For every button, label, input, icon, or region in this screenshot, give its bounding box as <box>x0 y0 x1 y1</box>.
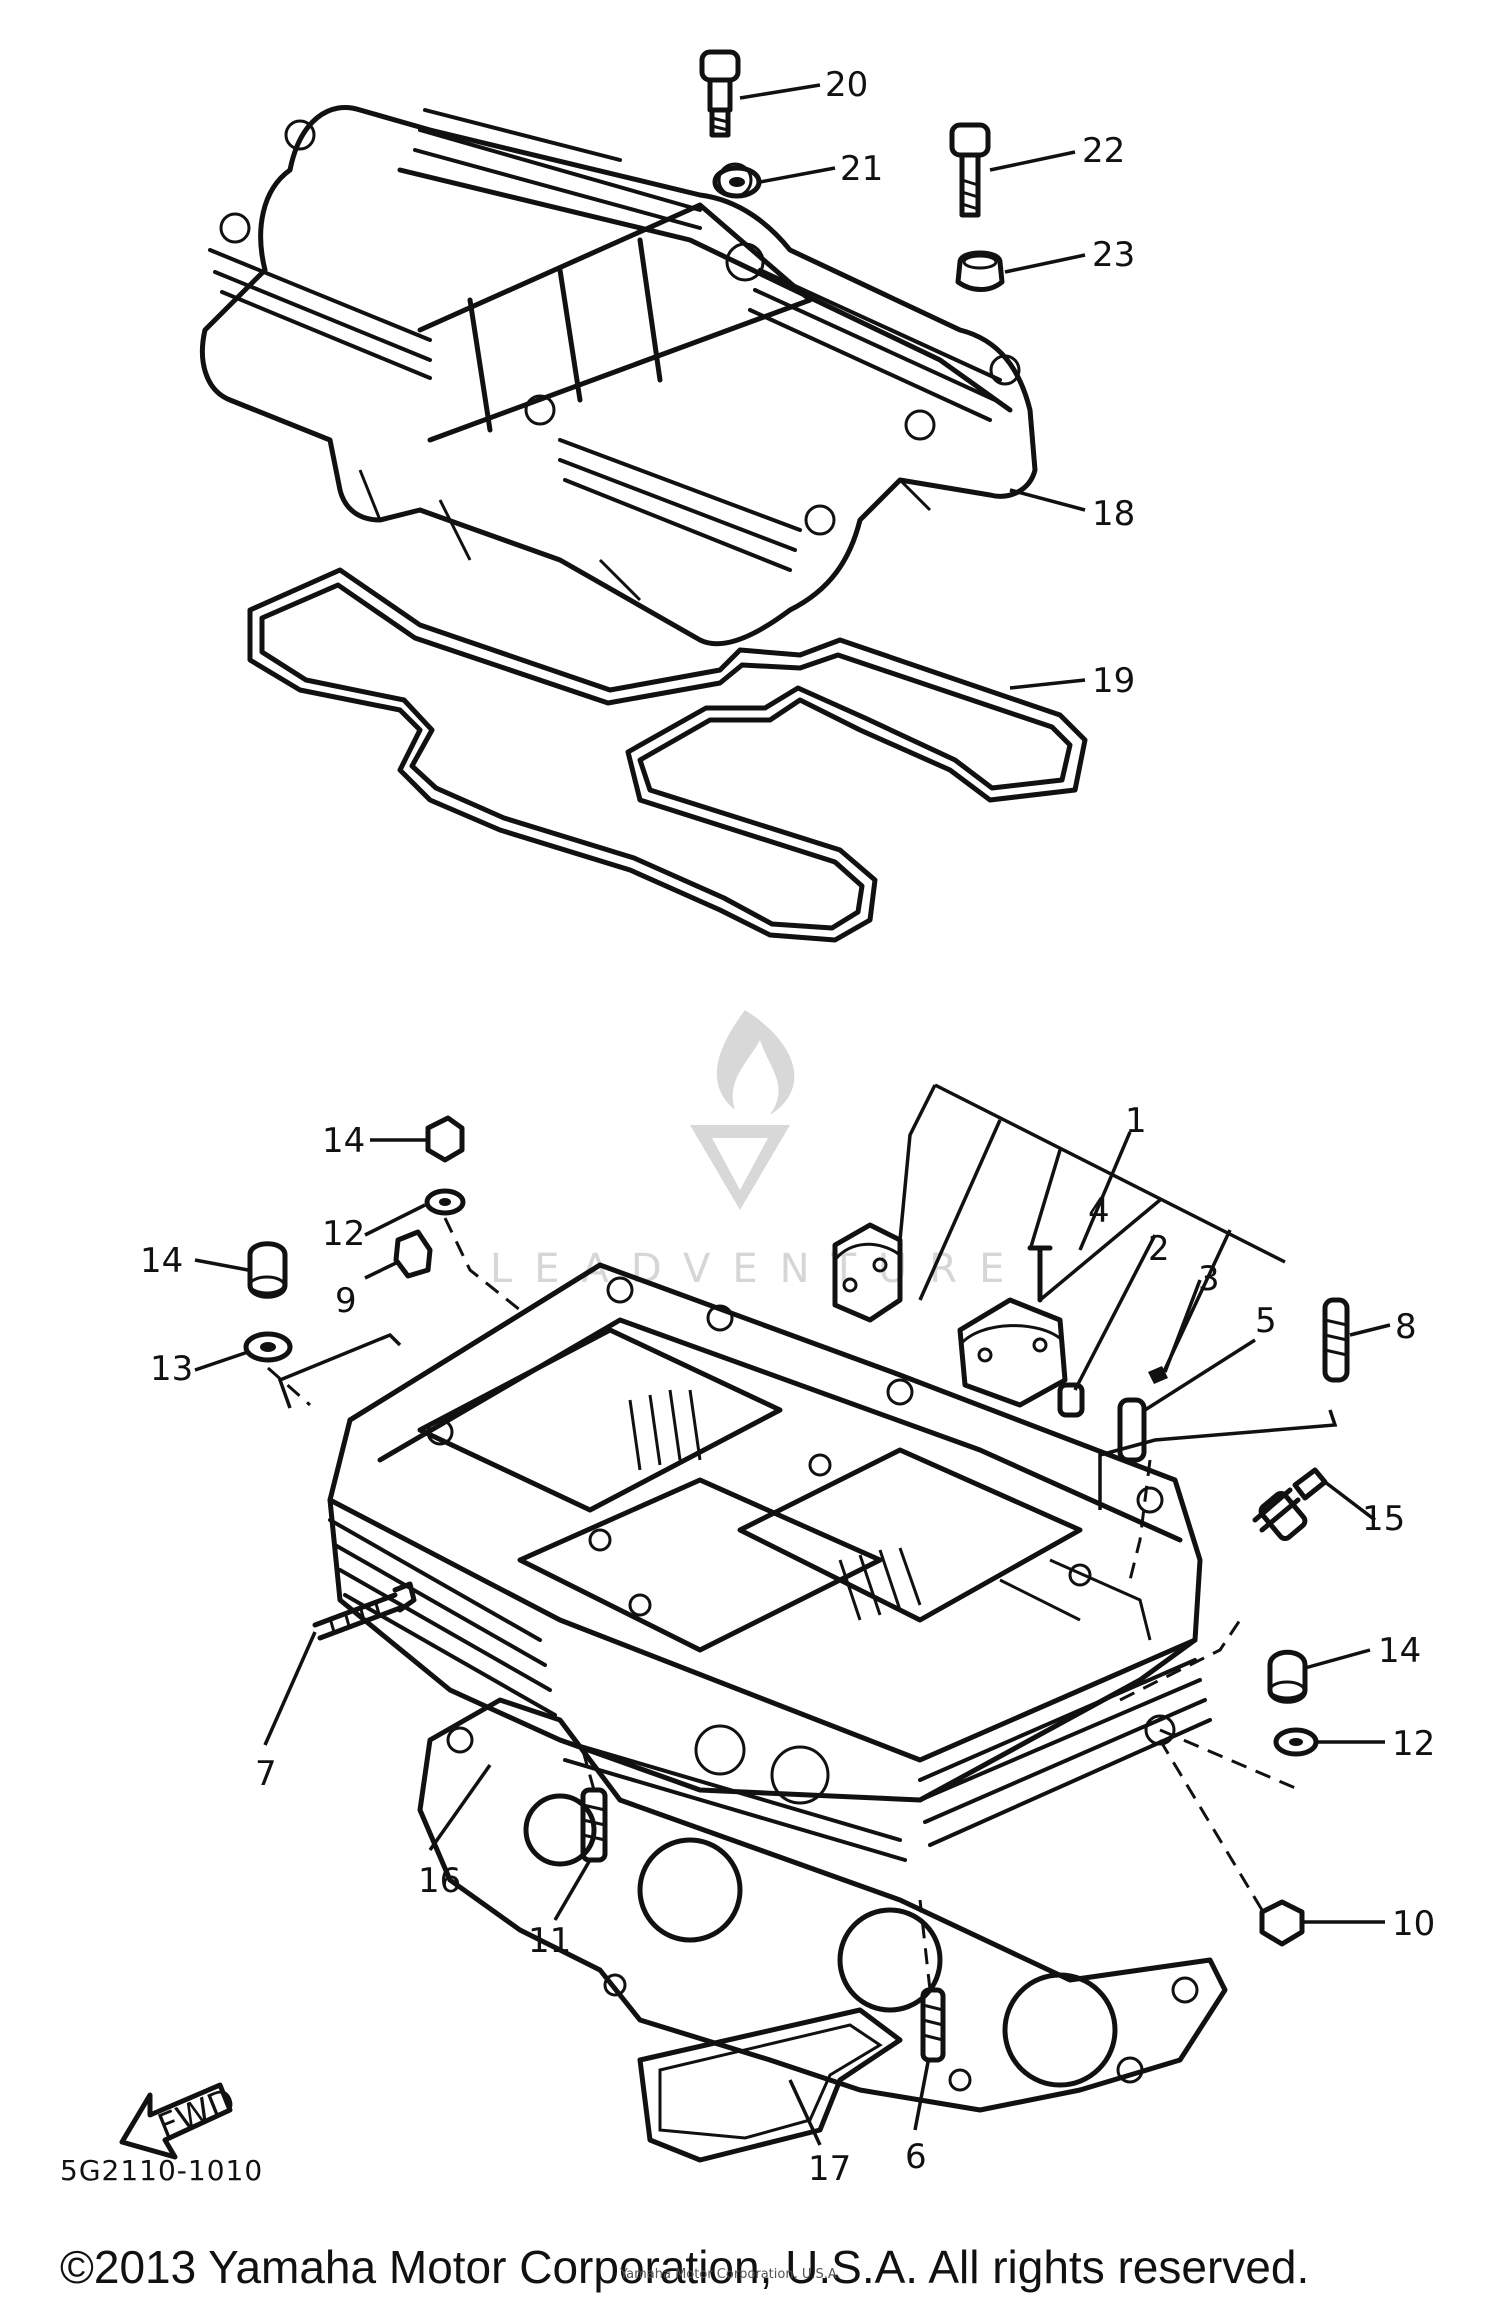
label-8: 8 <box>1395 1307 1417 1347</box>
washer-21 <box>712 165 762 199</box>
label-2: 2 <box>1148 1229 1170 1269</box>
washer-12-right <box>1273 1727 1319 1757</box>
watermark-text: LEADVENTURE <box>490 1246 1026 1292</box>
stud-8 <box>1322 1297 1350 1383</box>
forward-arrow-icon: FWD <box>119 2081 241 2160</box>
label-1: 1 <box>1125 1101 1147 1141</box>
label-7: 7 <box>255 1754 277 1794</box>
watermark-subtext: Yamaha Motor Corporation, U.S.A. <box>620 2267 841 2282</box>
part-labels: 20 21 22 23 18 19 1 4 2 3 5 8 14 12 14 9… <box>140 65 1435 2189</box>
cylinder-head-gasket <box>417 1697 1228 2113</box>
label-13: 13 <box>150 1349 193 1389</box>
group-bracket-13 <box>277 1332 402 1409</box>
label-14-right: 14 <box>1378 1631 1421 1671</box>
label-6: 6 <box>905 2137 927 2177</box>
label-12-right: 12 <box>1392 1724 1435 1764</box>
label-15: 15 <box>1362 1499 1405 1539</box>
plug-9 <box>393 1229 433 1279</box>
grommet-23 <box>955 250 1005 292</box>
label-23: 23 <box>1092 235 1135 275</box>
label-20: 20 <box>825 65 868 105</box>
label-14-top: 14 <box>322 1121 365 1161</box>
group-bracket-8 <box>1098 1409 1338 1510</box>
cap-bolt-20 <box>699 49 741 138</box>
cylinder-head <box>327 1262 1212 1862</box>
label-4: 4 <box>1088 1191 1110 1231</box>
label-10: 10 <box>1392 1904 1435 1944</box>
pin-5 <box>1117 1397 1147 1463</box>
cap-nut-14-right <box>1267 1649 1308 1704</box>
cap-nut-14-left <box>247 1241 288 1299</box>
label-17: 17 <box>808 2149 851 2189</box>
group-bracket-1 <box>898 1083 1286 1381</box>
label-5: 5 <box>1255 1301 1277 1341</box>
label-9: 9 <box>335 1281 357 1321</box>
forward-arrow-label: FWD <box>152 2081 241 2148</box>
dowel-2 <box>1057 1382 1085 1418</box>
stud-6 <box>920 1987 946 2063</box>
bolt-22 <box>949 122 991 218</box>
label-3: 3 <box>1198 1259 1220 1299</box>
head-cover-gasket <box>247 567 1088 943</box>
copyright-notice: ©2013 Yamaha Motor Corporation, U.S.A. A… <box>60 2241 1310 2293</box>
cap-nut-14-top <box>425 1115 465 1163</box>
camshaft-cap-4 <box>957 1245 1068 1408</box>
label-12-top: 12 <box>322 1214 365 1254</box>
label-21: 21 <box>840 149 883 189</box>
label-16: 16 <box>418 1861 461 1901</box>
cap-nut-10 <box>1259 1899 1305 1947</box>
label-11: 11 <box>528 1921 571 1961</box>
cylinder-head-cover <box>200 105 1038 647</box>
gasket-17 <box>637 2007 903 2163</box>
label-14-left: 14 <box>140 1241 183 1281</box>
label-19: 19 <box>1092 661 1135 701</box>
spark-plug-15 <box>1252 1467 1328 1542</box>
camshaft-cap-upper <box>832 1222 903 1323</box>
label-22: 22 <box>1082 131 1125 171</box>
label-18: 18 <box>1092 494 1135 534</box>
washer-13 <box>243 1331 293 1363</box>
stud-7 <box>312 1581 417 1641</box>
drawing-code: 5G2110-1010 <box>60 2154 263 2187</box>
washer-12-top <box>424 1188 466 1216</box>
watermark-logo: LEADVENTURE <box>490 1010 1026 1292</box>
leader-lines <box>194 83 1391 2146</box>
